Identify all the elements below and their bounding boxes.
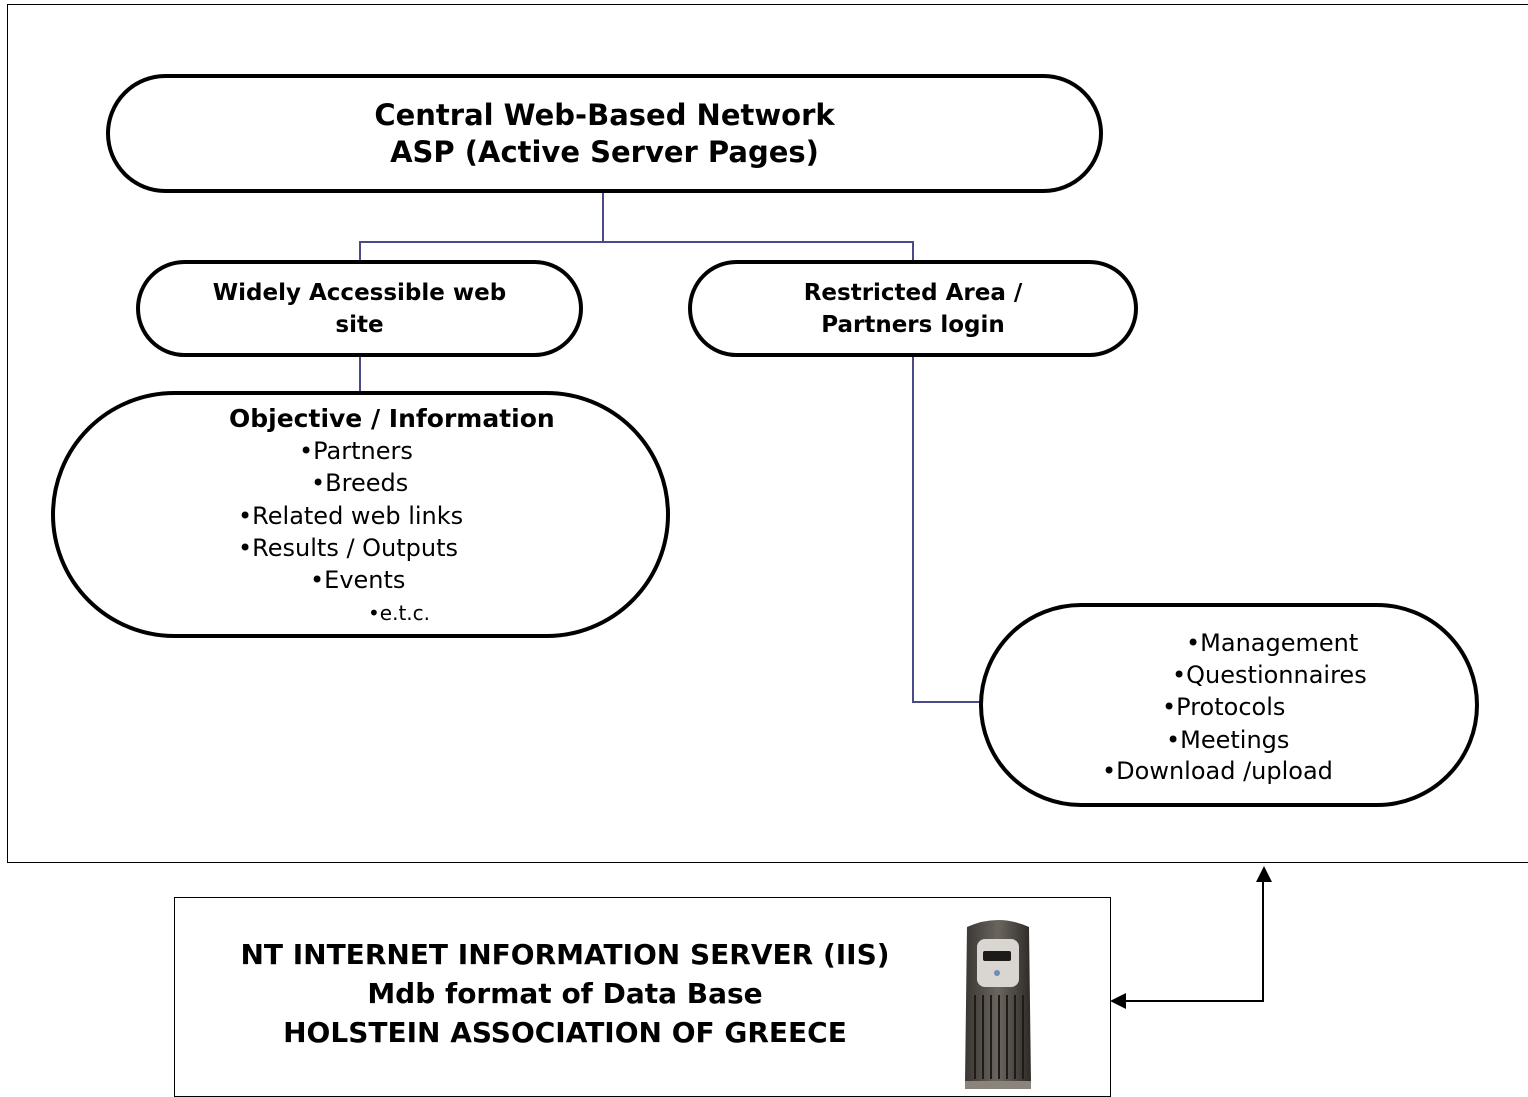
restricted-features-node (979, 603, 1479, 807)
info-item-results: •Results / Outputs (238, 534, 459, 562)
objective-information-node (51, 391, 670, 638)
connector-left-down (359, 241, 361, 263)
network-frame (7, 4, 1528, 863)
restricted-area-node: Restricted Area / Partners login (688, 260, 1138, 357)
arrow-head-left-icon (1110, 993, 1126, 1009)
restricted-item-download-upload: •Download /upload (1102, 757, 1333, 785)
server-line-1: NT INTERNET INFORMATION SERVER (IIS) (240, 938, 890, 971)
objective-information-title: Objective / Information (229, 404, 555, 433)
arrow-head-up-icon (1256, 866, 1272, 882)
restricted-item-management: •Management (1186, 629, 1359, 657)
server-line-3: HOLSTEIN ASSOCIATION OF GREECE (283, 1016, 847, 1049)
connector-right-vertical (912, 355, 914, 703)
central-network-node: Central Web-Based Network ASP (Active Se… (106, 74, 1103, 193)
connector-top-down (602, 193, 604, 243)
info-item-web-links: •Related web links (238, 502, 464, 530)
info-item-events: •Events (310, 566, 406, 594)
server-box: NT INTERNET INFORMATION SERVER (IIS) Mdb… (174, 897, 1111, 1097)
restricted-item-meetings: •Meetings (1166, 726, 1290, 754)
connector-right-down (912, 241, 914, 263)
server-tower-icon (959, 915, 1037, 1091)
restricted-item-questionnaires: •Questionnaires (1172, 661, 1367, 689)
restricted-area-label-2: Partners login (821, 311, 1005, 338)
central-network-title: Central Web-Based Network (374, 97, 835, 132)
central-network-subtitle: ASP (Active Server Pages) (390, 134, 819, 169)
info-item-partners: •Partners (299, 437, 413, 465)
connector-left-to-info (359, 355, 361, 393)
info-item-breeds: •Breeds (311, 469, 409, 497)
connector-right-to-list (912, 701, 984, 703)
public-website-label-1: Widely Accessible web (212, 279, 507, 306)
arrow-horizontal (1118, 1000, 1263, 1002)
public-website-label-2: site (335, 311, 384, 338)
restricted-area-label-1: Restricted Area / (803, 279, 1023, 306)
server-description: NT INTERNET INFORMATION SERVER (IIS) Mdb… (175, 935, 955, 1052)
connector-horizontal (359, 241, 914, 243)
restricted-item-protocols: •Protocols (1162, 693, 1286, 721)
public-website-node: Widely Accessible web site (136, 260, 583, 357)
server-line-2: Mdb format of Data Base (367, 977, 763, 1010)
info-item-etc: •e.t.c. (368, 601, 431, 625)
arrow-vertical (1262, 878, 1264, 1002)
